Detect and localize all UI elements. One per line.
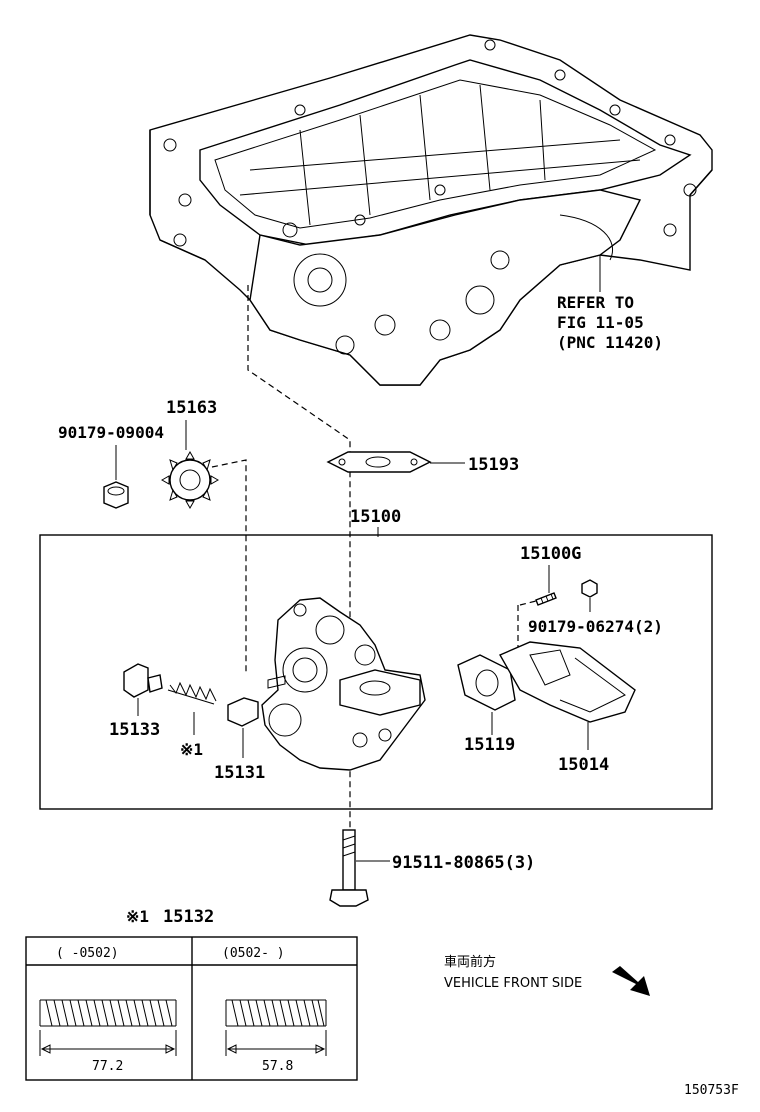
bolt-drawing [329,829,369,907]
label-15133: 15133 [109,720,160,740]
spring-dim-right: 57.8 [262,1059,293,1074]
spring-coil-right [225,999,327,1056]
vehicle-front-en: VEHICLE FRONT SIDE [444,976,582,991]
refer-line-1: REFER TO [557,293,634,312]
label-15132: 15132 [163,907,214,927]
label-15119: 15119 [464,735,515,755]
relief-valve-drawing [227,697,259,727]
vehicle-front-jp: 車両前方 [444,954,496,970]
label-15100G: 15100G [520,544,581,564]
spring-dim-left: 77.2 [92,1059,123,1074]
figure-id: 150753F [684,1083,739,1098]
refer-line-2: FIG 11-05 [557,313,644,332]
nut-drawing [103,481,129,509]
alignment-line-pump [247,285,351,860]
label-91511: 91511-80865(3) [392,853,535,873]
small-nut-drawing [581,579,598,598]
stud-drawing [535,592,557,606]
label-15132-note: ※1 [126,907,149,926]
label-15131: 15131 [214,763,265,783]
gasket-2-drawing [457,654,516,711]
oil-pan-drawing [149,34,713,386]
strainer-drawing [499,641,636,723]
alignment-line-sprocket [211,459,247,675]
label-90179-09004: 90179-09004 [58,423,164,442]
spring-header-left: ( -0502) [56,946,119,961]
gasket-drawing [326,451,432,473]
label-15014: 15014 [558,755,609,775]
spring-coil-left [39,999,177,1056]
label-15193: 15193 [468,455,519,475]
label-90179-06274: 90179-06274(2) [528,617,663,636]
sprocket-drawing [160,450,220,510]
vehicle-front-arrow-icon [612,966,650,996]
label-spring-note: ※1 [180,740,203,759]
spring-drawing [167,681,217,705]
refer-line-3: (PNC 11420) [557,333,663,352]
label-15163: 15163 [166,398,217,418]
spring-table [25,936,358,1081]
label-15100: 15100 [350,507,401,527]
pump-assembly-box [39,534,713,810]
plug-drawing [123,663,163,698]
spring-header-right: (0502- ) [222,946,285,961]
oil-pump-drawing [261,597,426,771]
